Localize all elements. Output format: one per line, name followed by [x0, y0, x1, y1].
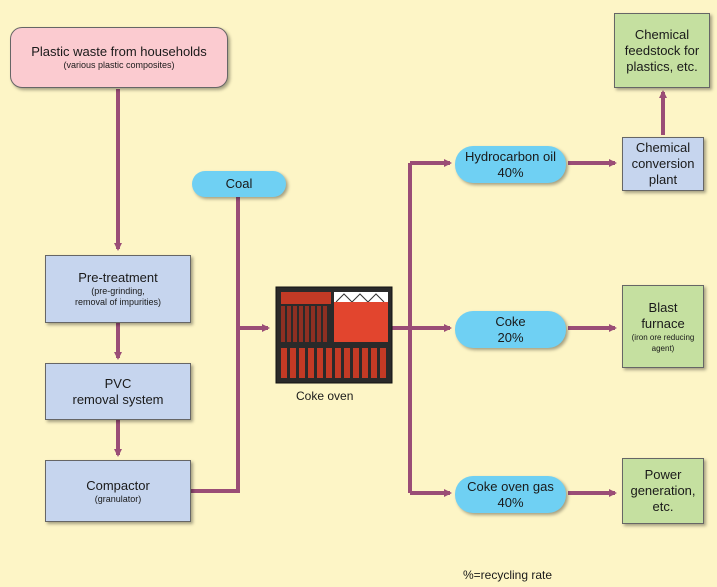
hydrocarbon-pill: Hydrocarbon oil 40%	[455, 146, 566, 183]
coke-name: Coke	[495, 313, 526, 329]
blast-furnace-sub-2: agent)	[651, 343, 675, 353]
chemical-plant-box: Chemical conversion plant	[622, 137, 704, 191]
power-line-3: etc.	[652, 499, 674, 514]
source-subtitle: (various plastic composites)	[63, 60, 175, 70]
gas-name: Coke oven gas	[467, 478, 554, 494]
feedstock-box: Chemical feedstock for plastics, etc.	[614, 13, 710, 88]
arrow-compactor-to-oven	[190, 324, 270, 493]
source-title: Plastic waste from households	[31, 44, 207, 59]
pvc-box: PVC removal system	[45, 363, 191, 420]
hydrocarbon-name: Hydrocarbon oil	[464, 148, 557, 164]
blast-furnace-sub-1: (iron ore reducing	[631, 332, 695, 342]
power-line-1: Power	[644, 467, 682, 482]
pretreatment-title: Pre-treatment	[78, 270, 158, 285]
hydrocarbon-rate: 40%	[497, 164, 524, 180]
coal-label: Coal	[225, 176, 253, 191]
coke-oven-illustration	[275, 286, 393, 384]
chemical-plant-line-2: conversion	[631, 156, 695, 171]
gas-rate: 40%	[497, 494, 524, 510]
gas-pill: Coke oven gas 40%	[455, 476, 566, 513]
coke-oven-label: Coke oven	[296, 389, 354, 403]
coke-rate: 20%	[497, 329, 524, 345]
compactor-title: Compactor	[86, 477, 150, 493]
power-box: Power generation, etc.	[622, 458, 704, 524]
pvc-line-2: removal system	[72, 391, 164, 407]
pretreatment-box: Pre-treatment (pre-grinding, removal of …	[45, 255, 191, 323]
compactor-box: Compactor (granulator)	[45, 460, 191, 522]
chemical-plant-line-1: Chemical	[635, 140, 691, 155]
pretreatment-subtitle-1: (pre-grinding,	[91, 286, 145, 296]
blast-furnace-line-1: Blast	[648, 299, 678, 315]
pvc-line-1: PVC	[104, 375, 132, 391]
chemical-plant-line-3: plant	[648, 172, 678, 187]
feedstock-line-3: plastics, etc.	[626, 58, 698, 74]
source-box: Plastic waste from households (various p…	[10, 27, 228, 88]
power-line-2: generation,	[630, 483, 696, 498]
blast-furnace-box: Blast furnace (iron ore reducing agent)	[622, 285, 704, 368]
compactor-subtitle: (granulator)	[94, 493, 142, 504]
coke-pill: Coke 20%	[455, 311, 566, 348]
feedstock-line-1: Chemical	[634, 26, 690, 42]
pretreatment-subtitle-2: removal of impurities)	[74, 297, 162, 307]
coal-pill: Coal	[192, 171, 286, 197]
footnote: %=recycling rate	[463, 568, 553, 582]
blast-furnace-line-2: furnace	[641, 315, 685, 331]
feedstock-line-2: feedstock for	[624, 42, 700, 58]
